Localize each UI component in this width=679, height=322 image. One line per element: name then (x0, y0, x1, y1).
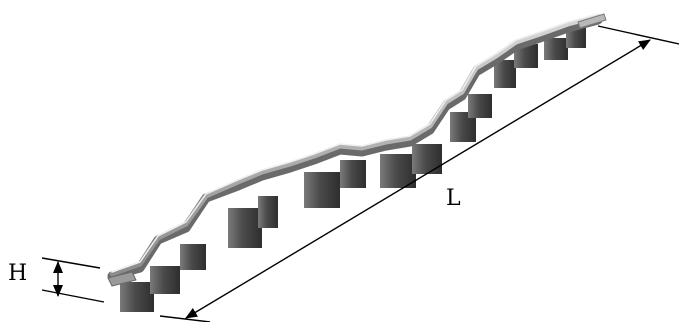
post-5 (258, 196, 278, 228)
length-dimension: L (159, 25, 679, 322)
post-9 (412, 144, 442, 174)
structure-posts (120, 28, 586, 312)
strip-start-plate (107, 271, 137, 287)
length-label: L (446, 186, 461, 211)
post-14 (544, 38, 568, 60)
height-extension-line-bottom (41, 289, 105, 303)
post-7 (340, 160, 366, 188)
height-label: H (8, 261, 27, 286)
post-4 (228, 208, 262, 248)
length-extension-line-start (159, 315, 211, 322)
post-2 (150, 266, 180, 294)
post-11 (468, 94, 492, 118)
height-dimension: H (8, 257, 105, 303)
height-extension-line-top (41, 257, 101, 269)
post-6 (304, 172, 340, 208)
strip-end-plate (577, 13, 607, 29)
post-3 (180, 244, 206, 270)
post-1 (120, 282, 154, 312)
length-dimension-arrow (185, 39, 651, 319)
length-extension-line-end (597, 25, 679, 45)
